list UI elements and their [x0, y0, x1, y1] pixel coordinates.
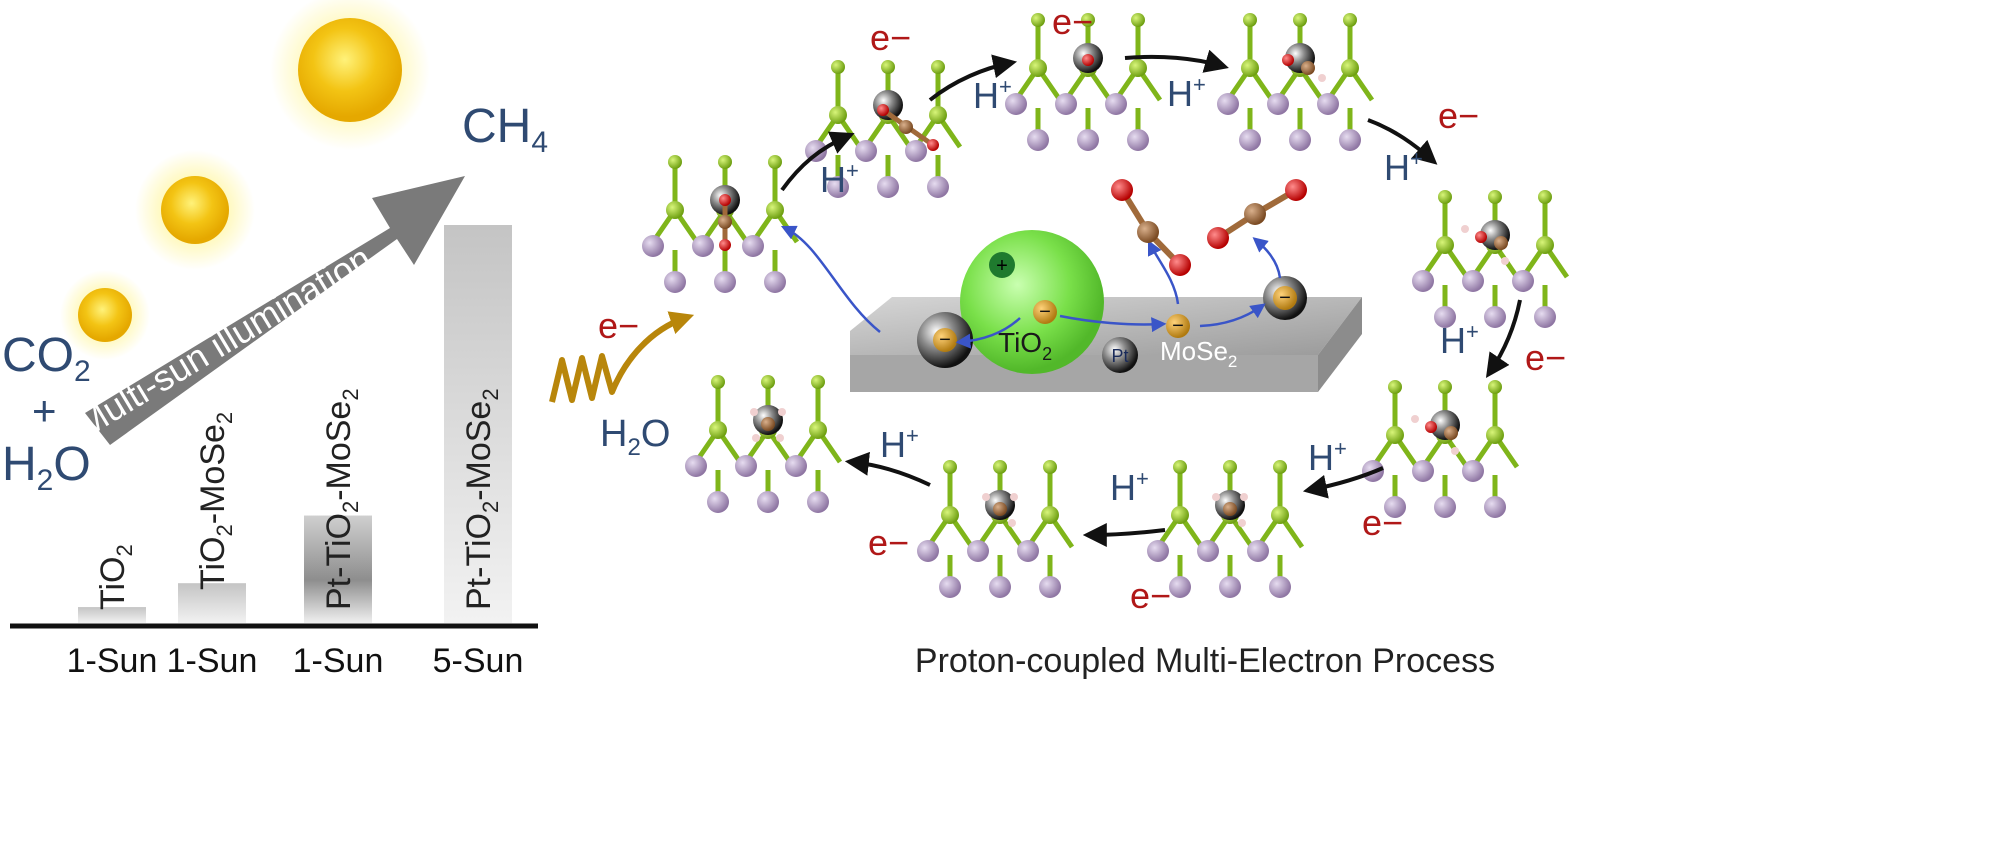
mose2-label: MoSe2	[1160, 336, 1237, 371]
center-electrons: − − − −	[933, 286, 1297, 352]
svg-text:+: +	[996, 255, 1008, 277]
multi-sun-arrow	[85, 176, 465, 445]
proton-label-6: H+	[1308, 436, 1347, 478]
electron-dot-sign-4: −	[1279, 287, 1291, 309]
product-ch4: CH4	[462, 100, 548, 159]
lattice-frame-5	[1412, 190, 1570, 328]
electron-label-7: e−	[868, 522, 909, 563]
lattice-frame-7	[1147, 460, 1305, 598]
sun-label-1: 1-Sun	[67, 642, 158, 680]
proton-label-4: H+	[1384, 146, 1423, 188]
proton-label-5: H+	[1440, 319, 1479, 361]
bar-1	[78, 607, 146, 623]
electron-dot-4	[1273, 286, 1297, 310]
bar-label-3: Pt-TiO2-MoSe2	[320, 388, 363, 610]
reactant-co2: CO2	[2, 329, 91, 388]
electron-label-8: e−	[598, 305, 639, 346]
sun-label-4: 5-Sun	[433, 642, 524, 680]
bar-label-1: TiO2	[94, 544, 137, 610]
process-caption: Proton-coupled Multi-Electron Process	[915, 642, 1495, 680]
sun-large	[270, 0, 430, 150]
bar-label-4: Pt-TiO2-MoSe2	[460, 388, 503, 610]
sun-medium	[135, 150, 255, 270]
electron-dot-1	[933, 328, 957, 352]
bar-2	[178, 583, 246, 623]
hole-plus: +	[989, 252, 1015, 278]
lattice-frame-8	[917, 460, 1075, 598]
left-panel: Multi-sun illumination CH4 CO2 + H2O TiO…	[2, 0, 548, 680]
proton-label-8: H+	[880, 423, 919, 465]
proton-label-1: H+	[820, 158, 859, 200]
electron-label-6: e−	[1130, 575, 1171, 616]
sun-label-3: 1-Sun	[293, 642, 384, 680]
electron-label-1: e−	[870, 17, 911, 58]
cycle-arrows	[780, 49, 1522, 547]
proton-label-2: H+	[973, 74, 1012, 116]
sun-label-2: 1-Sun	[167, 642, 258, 680]
light-wave-arrow	[549, 311, 695, 403]
bar-4	[444, 225, 512, 623]
center-transfer-arrows	[780, 225, 1282, 349]
lattice-frame-1	[642, 155, 800, 293]
electron-dot-sign-3: −	[1172, 315, 1184, 337]
pt-particle: Pt	[1102, 337, 1138, 373]
bar-3	[304, 515, 372, 623]
bar-chart: TiO2 1-Sun TiO2-MoSe2 1-Sun Pt-TiO2-MoSe2 1-S…	[67, 225, 524, 680]
electron-label-2: e−	[1052, 1, 1093, 42]
lattice-frame-2	[805, 60, 963, 198]
co2-molecule-free-1	[1111, 179, 1191, 276]
electron-label-4: e−	[1525, 337, 1566, 378]
electron-label-3: e−	[1438, 95, 1479, 136]
lattice-frame-9	[685, 375, 843, 513]
proton-label-3: H+	[1167, 72, 1206, 114]
lattice-frame-6	[1362, 380, 1520, 518]
electron-dot-3	[1166, 314, 1190, 338]
proton-label-7: H+	[1110, 466, 1149, 508]
electron-dot-2	[1033, 300, 1057, 324]
right-panel: + Pt − − − − TiO2 MoSe2	[549, 1, 1570, 680]
lattice-frame-3	[1005, 13, 1163, 151]
electron-dot-sign-2: −	[1039, 301, 1051, 323]
reactant-h2o: H2O	[2, 438, 91, 497]
water-label: H2O	[600, 413, 670, 461]
mose2-lattice-frames	[642, 13, 1570, 598]
bar-label-2: TiO2-MoSe2	[194, 412, 237, 590]
co2-molecule-free-2	[1207, 179, 1307, 249]
svg-text:Pt: Pt	[1111, 346, 1128, 366]
sun-small	[60, 270, 150, 360]
electron-dot-sign-1: −	[939, 329, 951, 351]
lattice-frame-4	[1217, 13, 1375, 151]
electron-label-5: e−	[1362, 502, 1403, 543]
reactant-plus: +	[32, 387, 57, 434]
electron-proton-labels: e− e− e− e− e− e− e− e− H+ H+ H+ H+ H+ H+ H+ H+	[598, 1, 1566, 616]
tio2-label: TiO2	[998, 327, 1052, 364]
